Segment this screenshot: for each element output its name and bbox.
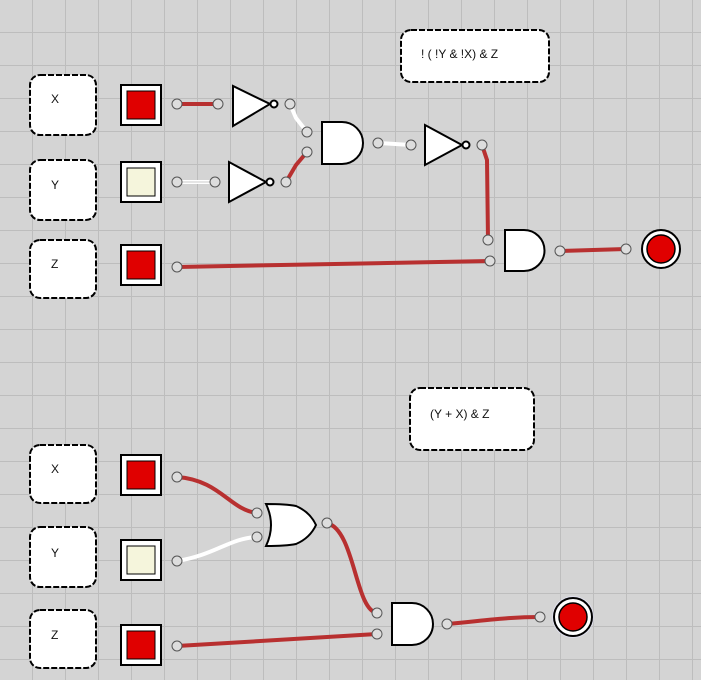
pins <box>171 471 546 652</box>
wire-on <box>446 615 541 626</box>
label-text: X <box>51 92 59 106</box>
wires <box>176 475 541 648</box>
wire-off <box>176 535 258 563</box>
label-text: X <box>51 462 59 476</box>
not-gate[interactable] <box>228 160 275 204</box>
input-switch-y[interactable] <box>120 161 162 203</box>
circuit-2: X Y Z (Y + X) & Z <box>29 387 594 669</box>
label-text: Z <box>51 628 58 642</box>
not-gate[interactable] <box>232 84 279 128</box>
expression-note: (Y + X) & Z <box>409 387 535 451</box>
circuit-1: X Y Z ! ( !Y & !X) & Z <box>29 29 681 299</box>
wire-on <box>326 521 378 615</box>
label-text: Z <box>51 257 58 271</box>
input-label-z: Z <box>29 609 97 669</box>
input-label-x: X <box>29 444 97 504</box>
label-text: Y <box>51 546 59 560</box>
label-text: Y <box>51 178 59 192</box>
wire-on <box>480 144 490 241</box>
note-text: ! ( !Y & !X) & Z <box>421 47 498 61</box>
or-gate[interactable] <box>264 502 318 548</box>
output-led <box>641 229 681 269</box>
pins <box>171 98 632 273</box>
and-gate[interactable] <box>321 121 364 165</box>
wire-on <box>176 632 378 648</box>
wire-on <box>284 150 309 184</box>
wire-off <box>377 141 412 147</box>
wire-on <box>176 475 258 515</box>
input-switch-x[interactable] <box>120 84 162 126</box>
wire-on <box>559 247 627 253</box>
input-switch-z[interactable] <box>120 244 162 286</box>
expression-note: ! ( !Y & !X) & Z <box>400 29 550 83</box>
wire-on <box>176 259 491 269</box>
input-label-y: Y <box>29 526 97 588</box>
input-label-x: X <box>29 74 97 136</box>
and-gate[interactable] <box>504 229 546 272</box>
input-switch-y[interactable] <box>120 539 162 581</box>
input-label-z: Z <box>29 239 97 299</box>
input-switch-z[interactable] <box>120 624 162 666</box>
input-switch-x[interactable] <box>120 454 162 496</box>
output-led <box>552 596 594 638</box>
input-label-y: Y <box>29 159 97 221</box>
note-text: (Y + X) & Z <box>430 407 489 421</box>
not-gate[interactable] <box>424 123 471 167</box>
and-gate[interactable] <box>391 602 434 646</box>
